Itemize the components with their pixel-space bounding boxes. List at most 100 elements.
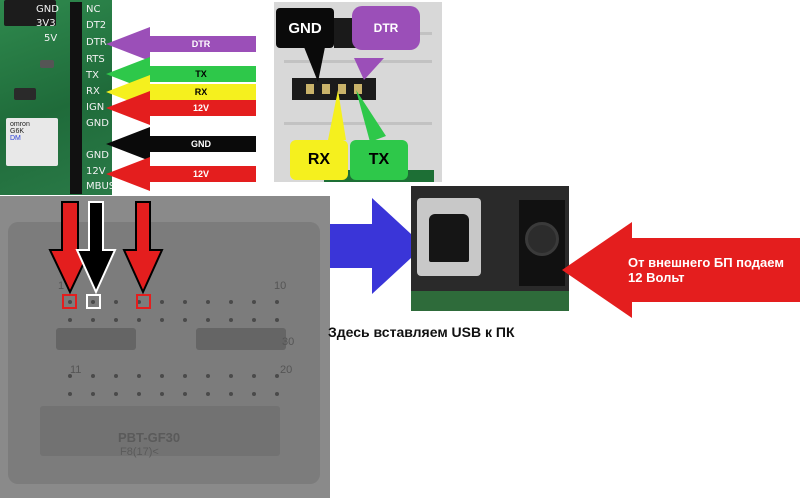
connector-pin	[137, 392, 141, 396]
connector-pin	[91, 374, 95, 378]
pin-marker-red	[136, 294, 151, 309]
arrowhead	[106, 91, 150, 125]
pcb-relay: omron G6K DM	[6, 118, 58, 166]
pcb-smd	[40, 60, 54, 68]
connector-pin	[275, 392, 279, 396]
connector-pin	[183, 318, 187, 322]
connector-pin	[137, 300, 141, 304]
wire-arrow-12v-ign: 12V	[106, 91, 256, 125]
psu-arrow: От внешнего БП подаем 12 Вольт	[562, 222, 800, 318]
connector-pin	[206, 318, 210, 322]
connector-pin	[229, 374, 233, 378]
pin-label: TX	[86, 70, 99, 81]
pin-label: NC	[86, 4, 101, 15]
relay-brand: omron	[10, 121, 30, 128]
pcb-ic	[4, 0, 56, 26]
connector-slot	[40, 406, 280, 456]
dtr-pointer	[354, 58, 384, 80]
wire-label-12v: 12V	[146, 100, 256, 116]
dc-jack-hole	[525, 222, 559, 256]
usb-port-inner	[429, 214, 469, 262]
header-pin	[306, 84, 314, 94]
down-arrow-red	[122, 201, 164, 295]
connector-pin	[229, 300, 233, 304]
connector-pin	[91, 392, 95, 396]
pin-label: IGN	[86, 102, 105, 113]
pcb-smd	[14, 88, 36, 100]
blue-arrow	[330, 198, 424, 294]
wire-arrow-12v: 12V	[106, 157, 256, 191]
wire-arrow-tx: TX	[106, 57, 256, 91]
connector-pin	[160, 300, 164, 304]
connector-slot	[56, 328, 136, 350]
arrowhead	[106, 127, 150, 161]
connector-pin	[229, 392, 233, 396]
pin-number: 20	[280, 364, 293, 376]
dc-jack	[519, 200, 565, 286]
board-label-gnd: GND	[276, 8, 334, 48]
pin-label: 3V3	[36, 18, 56, 29]
connector-pin	[68, 392, 72, 396]
molding-text: F8(17)<	[120, 446, 159, 458]
pin-label: GND	[36, 4, 59, 15]
molding-text: PBT-GF30	[118, 430, 181, 445]
pin-number: 10	[274, 280, 287, 292]
connector-pin	[160, 374, 164, 378]
connector-pin	[114, 300, 118, 304]
usb-direction-arrow	[330, 198, 424, 294]
wire-arrow-gnd: GND	[106, 127, 256, 161]
connector-pin	[183, 300, 187, 304]
tx-pointer	[356, 90, 386, 142]
connector-pin	[68, 300, 72, 304]
arrowhead	[106, 27, 150, 61]
wire-label-rx: RX	[146, 84, 256, 100]
connector-pin	[252, 392, 256, 396]
board-pin-header	[292, 78, 376, 100]
usb-port	[417, 198, 481, 276]
usb-caption: Здесь вставляем USB к ПК	[328, 324, 515, 340]
connector-pin	[206, 392, 210, 396]
relay-model: G6K	[10, 128, 25, 135]
pin-label: DT2	[86, 20, 107, 31]
connector-pin	[275, 374, 279, 378]
connector-pin	[91, 300, 95, 304]
arrowhead	[562, 222, 632, 318]
wire-label-gnd: GND	[146, 136, 256, 152]
pin-label: RTS	[86, 54, 105, 65]
pin-label: GND	[86, 118, 109, 129]
connector-pin	[252, 318, 256, 322]
pin-marker-white	[86, 294, 101, 309]
pin-label: RX	[86, 86, 100, 97]
pcb-photo: omron G6K DM GND 3V3 5V NC DT2 DTR RTS T…	[0, 0, 112, 195]
board-leader-lines	[302, 42, 386, 142]
connector-pin	[275, 300, 279, 304]
connector-pin	[183, 374, 187, 378]
connector-pin	[206, 300, 210, 304]
arrowhead	[106, 157, 150, 191]
psu-label: От внешнего БП подаем 12 Вольт	[628, 238, 800, 302]
pin-label: GND	[86, 150, 109, 161]
connector-pin	[68, 318, 72, 322]
header-pin	[322, 84, 330, 94]
gnd-pointer	[302, 42, 326, 82]
connector-pin	[252, 300, 256, 304]
board-label-tx: TX	[350, 140, 408, 180]
pin-marker-red	[62, 294, 77, 309]
connector-slot	[196, 328, 286, 350]
pin-label: 5V	[44, 33, 58, 44]
relay-code: DM	[10, 135, 21, 142]
header-pin	[338, 84, 346, 94]
connector-pin	[275, 318, 279, 322]
connector-pin	[68, 374, 72, 378]
connector-pin	[137, 318, 141, 322]
pin-label: DTR	[86, 37, 107, 48]
connector-pin	[206, 374, 210, 378]
wire-arrow-dtr: DTR	[106, 27, 256, 61]
board-label-rx: RX	[290, 140, 348, 180]
connector-pin	[183, 392, 187, 396]
connector-down-arrows	[48, 201, 164, 295]
board-label-dtr: DTR	[352, 6, 420, 50]
board-rib	[284, 122, 432, 125]
connector-pin	[252, 374, 256, 378]
pin-label: 12V	[86, 166, 106, 177]
